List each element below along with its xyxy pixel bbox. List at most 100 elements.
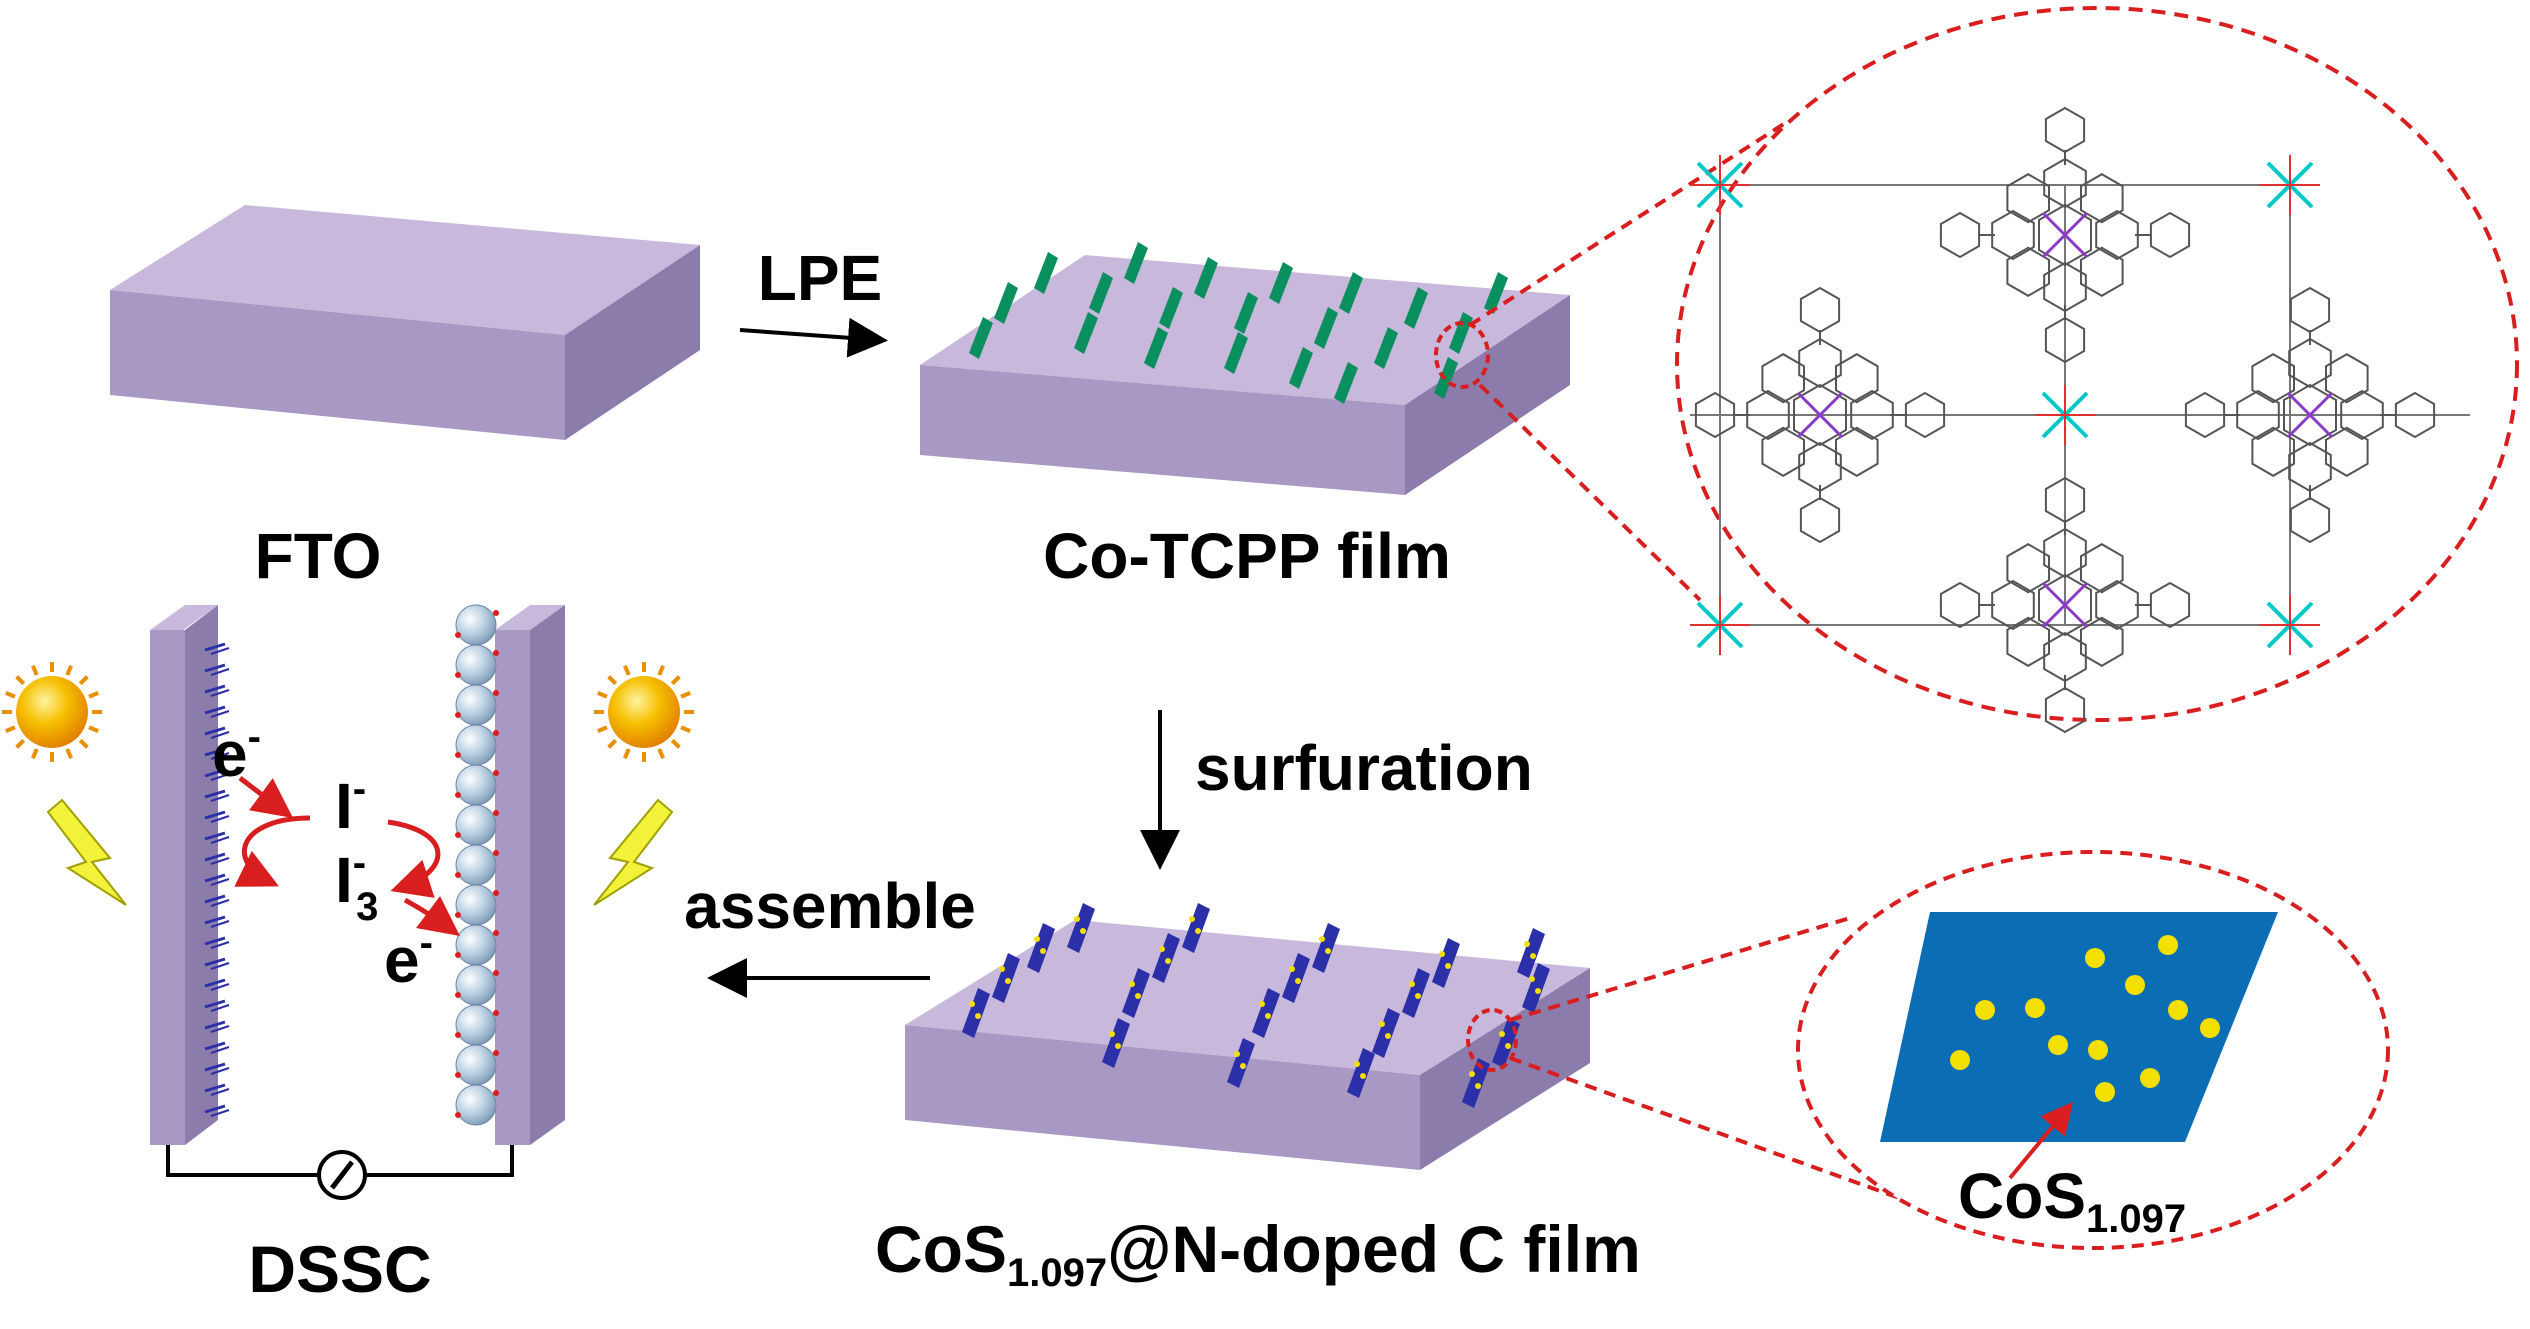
mof-flake — [969, 317, 993, 359]
cos-dot — [999, 966, 1005, 972]
cos-dot — [1034, 936, 1040, 942]
dye-molecule — [204, 810, 226, 820]
cos-flake — [1122, 968, 1150, 1018]
cos-dot — [1499, 1031, 1505, 1037]
cos-flake — [1227, 1038, 1255, 1088]
dye-molecule — [204, 768, 226, 778]
cos-dot — [1265, 1013, 1271, 1019]
cos-flake — [1522, 963, 1550, 1013]
dye-molecule — [204, 894, 226, 904]
porphyrin-unit — [1694, 286, 1946, 544]
mof-flake — [1269, 262, 1293, 304]
lightning-icon-left — [46, 798, 127, 906]
cos-carbon-sheet — [1880, 912, 2278, 1142]
cos-dot — [1319, 936, 1325, 942]
dye-molecule — [204, 1083, 226, 1093]
cos-dot — [1115, 1043, 1121, 1049]
cos-dot — [1409, 981, 1415, 987]
redox-cycle-bottom — [387, 819, 441, 898]
catalyst-sphere — [455, 1084, 497, 1126]
catalyst-sphere — [455, 924, 497, 966]
cos-dot — [1189, 916, 1195, 922]
cos-particle — [1950, 1050, 1970, 1070]
framework-zoom — [1468, 6, 2519, 734]
dye-molecule — [204, 873, 226, 883]
dye-molecule — [204, 936, 226, 946]
cos-dot — [1240, 1063, 1246, 1069]
dye-molecule — [204, 831, 226, 841]
catalyst-sphere — [455, 1004, 497, 1046]
cos-dot — [1475, 1083, 1481, 1089]
cos-particle — [2025, 998, 2045, 1018]
cos-flake — [962, 988, 990, 1038]
cos-flake — [1282, 953, 1310, 1003]
mof-flake — [1289, 347, 1313, 389]
fto-substrate — [110, 205, 700, 440]
cos-particle — [2200, 1018, 2220, 1038]
cos-flake — [1372, 1008, 1400, 1058]
mof-flake — [1484, 272, 1508, 314]
dye-molecule — [204, 684, 226, 694]
cos-flakes — [962, 903, 1550, 1108]
cos-flake — [1402, 968, 1430, 1018]
mof-flake — [1194, 257, 1218, 299]
dye-molecules — [204, 642, 230, 1117]
mof-flake — [1339, 272, 1363, 314]
catalyst-spheres — [455, 604, 499, 1126]
catalyst-sphere — [455, 804, 497, 846]
cos-dot — [1524, 941, 1530, 947]
cos-dot — [1195, 928, 1201, 934]
dye-molecule — [204, 1020, 226, 1030]
cos-dot — [1535, 988, 1541, 994]
cos-dot — [1074, 916, 1080, 922]
cos-dot — [1295, 978, 1301, 984]
cos-flake — [1252, 988, 1280, 1038]
mof-flake — [1224, 332, 1248, 374]
mof-flake — [1159, 287, 1183, 329]
cos-dot — [1005, 978, 1011, 984]
triiodide-label: I-3 — [335, 841, 378, 929]
sun-icon-left — [2, 662, 102, 762]
mof-flake — [1404, 287, 1428, 329]
mof-flake — [1234, 292, 1258, 334]
cos-particles — [1950, 935, 2220, 1102]
mof-flake — [1089, 272, 1113, 314]
mof-flake — [1144, 327, 1168, 369]
electron-transfer-arrow-left — [238, 776, 294, 818]
cos-dot — [969, 1001, 975, 1007]
cos-dot — [1439, 951, 1445, 957]
metal-node — [1690, 595, 1750, 655]
dye-molecule — [204, 852, 226, 862]
cos-dot — [1159, 946, 1165, 952]
cos-dot — [1529, 976, 1535, 982]
catalyst-sphere — [455, 764, 497, 806]
dssc-label: DSSC — [248, 1232, 431, 1306]
dye-molecule — [204, 747, 226, 757]
mof-flake — [1034, 252, 1058, 294]
dye-molecule — [204, 999, 226, 1009]
dye-molecule — [204, 957, 226, 967]
mof-flake — [994, 282, 1018, 324]
dye-molecule — [204, 1062, 226, 1072]
dye-molecule — [204, 726, 226, 736]
cos-dot — [1109, 1031, 1115, 1037]
cos-flake — [1182, 903, 1210, 953]
porphyrin-unit — [2184, 286, 2436, 544]
dssc-device: e- I- I-3 e- — [2, 604, 694, 1200]
cos-film-label: CoS1.097@N-doped C film — [875, 1212, 1641, 1295]
metal-node — [1690, 155, 1750, 215]
catalyst-sphere — [455, 884, 497, 926]
metal-node — [2260, 595, 2320, 655]
cos-flake — [1517, 928, 1545, 978]
cos-particle — [2158, 935, 2178, 955]
cos-particle-label: CoS1.097 — [1958, 1160, 2186, 1241]
photoanode — [150, 605, 218, 630]
cos-particle — [2140, 1068, 2160, 1088]
porphyrin-unit — [1939, 106, 2191, 364]
mof-flake — [1434, 357, 1458, 399]
metal-node — [2035, 385, 2095, 445]
cos-dot — [1385, 1033, 1391, 1039]
mof-flake — [1334, 362, 1358, 404]
cos-flake — [1067, 903, 1095, 953]
dye-molecule — [204, 642, 226, 652]
